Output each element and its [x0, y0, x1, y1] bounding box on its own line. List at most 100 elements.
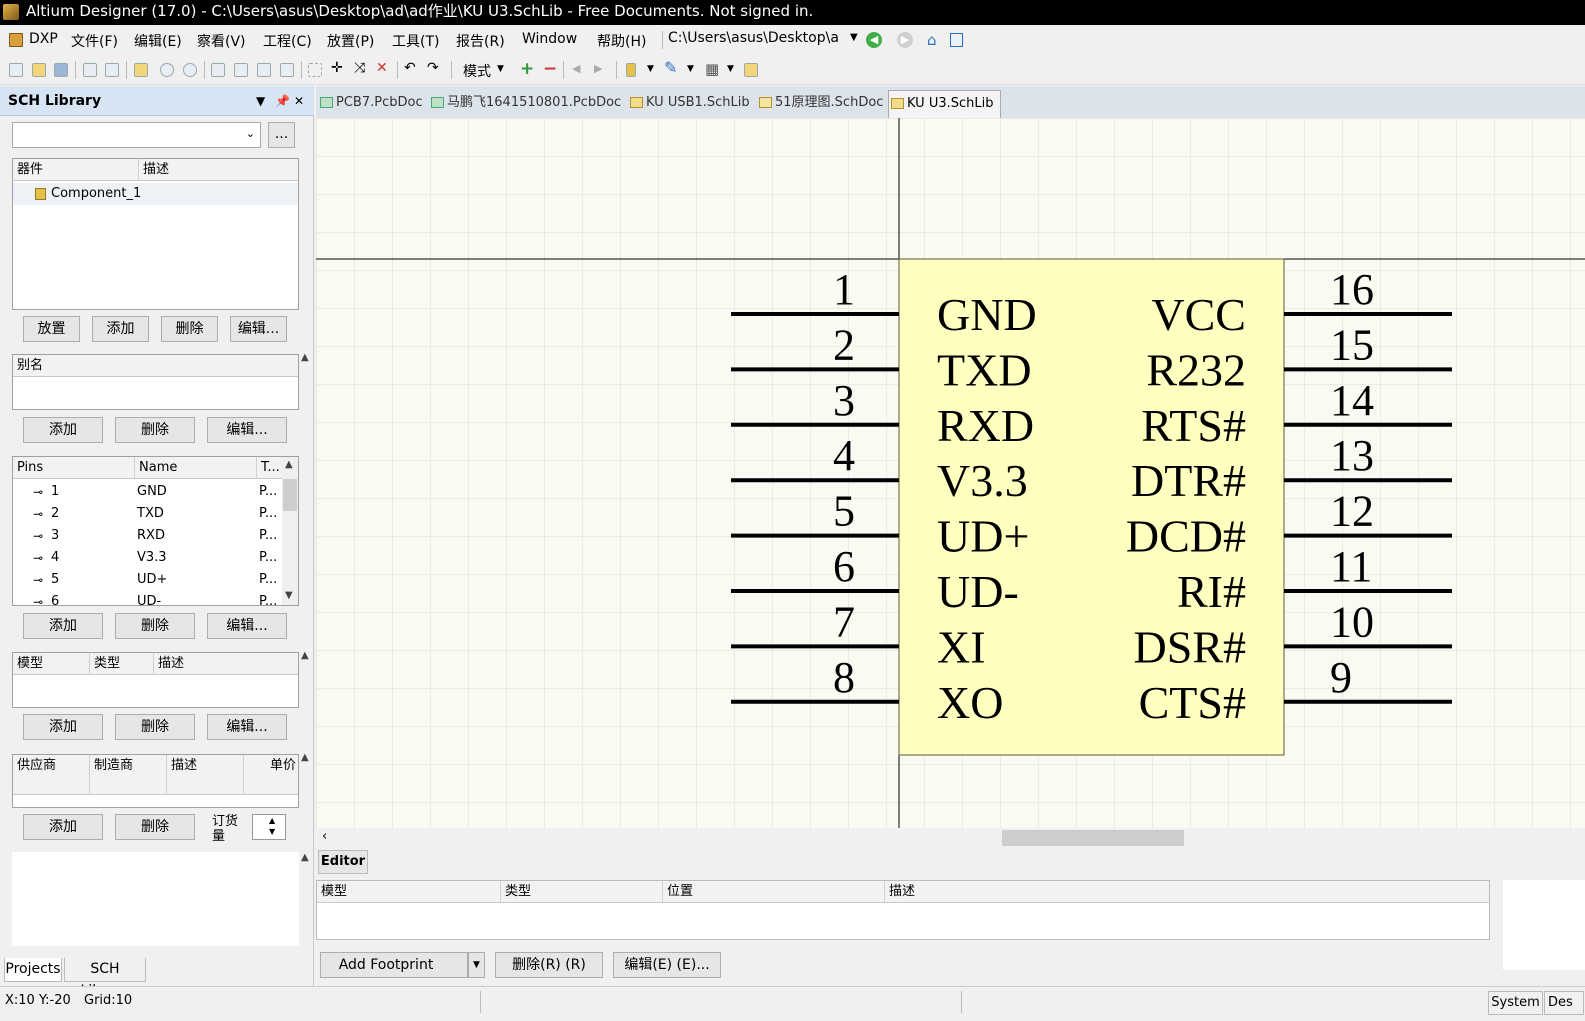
add-pin-button[interactable]: 添加 — [23, 613, 103, 639]
add-footprint-button[interactable]: Add Footprint — [320, 952, 468, 978]
column-header-supplier[interactable]: 供应商 — [13, 755, 90, 795]
zoom-in-icon[interactable] — [160, 63, 174, 77]
add-footprint-dropdown-icon[interactable]: ▼ — [468, 952, 485, 978]
path-dropdown-arrow-icon[interactable]: ▼ — [850, 32, 858, 43]
add-alias-button[interactable]: 添加 — [23, 417, 103, 443]
print-icon[interactable] — [83, 63, 97, 77]
edit-footprint-button[interactable]: 编辑(E) (E)... — [613, 952, 721, 978]
copy-icon[interactable] — [234, 63, 248, 77]
next-component-icon[interactable]: ▶ — [594, 62, 603, 75]
collapse-aliases-icon[interactable]: ▲ — [301, 352, 309, 363]
delete-alias-button[interactable]: 删除 — [115, 417, 195, 443]
collapse-models-icon[interactable]: ▲ — [301, 650, 309, 661]
column-header-editor-model[interactable]: 模型 — [317, 881, 501, 903]
check-tool-dropdown-icon[interactable]: ▼ — [687, 64, 694, 74]
tab-ku-u3[interactable]: KU U3.SchLib — [888, 90, 1001, 118]
hscroll-thumb[interactable] — [1002, 830, 1184, 846]
back-icon[interactable]: ◀ — [866, 32, 882, 48]
edit-model-button[interactable]: 编辑... — [207, 714, 287, 740]
print-preview-icon[interactable] — [105, 63, 119, 77]
delete-component-button[interactable]: 删除 — [161, 316, 218, 342]
remove-icon[interactable]: − — [543, 59, 558, 79]
menu-project[interactable]: 工程(C) — [263, 34, 312, 50]
menu-edit[interactable]: 编辑(E) — [134, 34, 182, 50]
spinner-up-icon[interactable]: ▲ — [269, 816, 276, 825]
mode-dropdown-arrow-icon[interactable]: ▼ — [497, 64, 504, 74]
delete-footprint-button[interactable]: 删除(R) (R) — [495, 952, 603, 978]
menu-reports[interactable]: 报告(R) — [456, 34, 505, 50]
column-header-model[interactable]: 模型 — [13, 653, 90, 675]
add-icon[interactable]: + — [520, 59, 535, 79]
column-header-type[interactable]: T... — [261, 460, 280, 475]
column-header-alias[interactable]: 别名 — [17, 358, 44, 373]
forward-icon[interactable]: ▶ — [897, 32, 913, 48]
path-dropdown[interactable]: C:\Users\asus\Desktop\a — [668, 30, 839, 46]
grid-icon[interactable]: ▦ — [705, 60, 720, 78]
column-header-editor-type[interactable]: 类型 — [501, 881, 663, 903]
menu-window[interactable]: Window — [522, 31, 578, 47]
collapse-preview-icon[interactable]: ▲ — [301, 852, 309, 863]
column-header-editor-description[interactable]: 描述 — [889, 884, 916, 899]
column-header-manufacturer[interactable]: 制造商 — [90, 755, 167, 795]
delete-model-button[interactable]: 删除 — [115, 714, 195, 740]
column-header-supplier-description[interactable]: 描述 — [167, 755, 244, 795]
paste-icon[interactable] — [257, 63, 271, 77]
component-icon[interactable] — [626, 63, 636, 77]
component-dropdown-icon[interactable]: ▼ — [647, 64, 654, 74]
tab-sch-library[interactable]: SCH Library — [64, 958, 146, 999]
editor-tab[interactable]: Editor — [318, 850, 368, 874]
check-tool-icon[interactable]: ✎ — [664, 58, 678, 77]
column-header-description[interactable]: 描述 — [143, 162, 170, 177]
filter-combo[interactable]: ⌄ — [12, 122, 261, 148]
edit-component-button[interactable]: 编辑... — [230, 316, 287, 342]
menu-view[interactable]: 察看(V) — [197, 34, 246, 50]
document-icon[interactable] — [950, 33, 963, 47]
delete-supplier-button[interactable]: 删除 — [115, 814, 195, 840]
column-header-model-type[interactable]: 类型 — [90, 653, 154, 675]
component-row[interactable]: Component_1 — [13, 183, 298, 205]
browse-button[interactable]: ... — [268, 122, 295, 148]
scroll-down-icon[interactable]: ▼ — [285, 590, 293, 601]
open-doc-icon[interactable] — [134, 63, 148, 77]
menu-help[interactable]: 帮助(H) — [597, 34, 647, 50]
column-header-component[interactable]: 器件 — [13, 159, 139, 181]
edit-pin-button[interactable]: 编辑... — [207, 613, 287, 639]
edit-alias-button[interactable]: 编辑... — [207, 417, 287, 443]
design-compiler-button[interactable]: Des — [1544, 991, 1584, 1015]
panel-menu-icon[interactable]: ▼ — [256, 94, 266, 108]
scroll-thumb[interactable] — [283, 479, 297, 511]
order-quantity-spinner[interactable]: ▲ ▼ — [252, 814, 286, 840]
move-icon[interactable]: ✛ — [331, 60, 343, 76]
select-area-icon[interactable] — [308, 63, 322, 77]
undo-icon[interactable]: ↶ — [404, 60, 416, 76]
pin-panel-icon[interactable]: 📌 — [275, 94, 290, 108]
add-model-button[interactable]: 添加 — [23, 714, 103, 740]
grid-dropdown-icon[interactable]: ▼ — [727, 64, 734, 74]
column-header-pins[interactable]: Pins — [13, 457, 135, 479]
folder-icon[interactable] — [744, 63, 758, 77]
tab-projects[interactable]: Projects — [4, 958, 62, 982]
column-header-unit-price[interactable]: 单价 — [269, 758, 296, 773]
home-icon[interactable]: ⌂ — [927, 31, 937, 49]
tab-pcbdoc-mapengfei[interactable]: 马鹏飞1641510801.PcbDoc — [429, 90, 627, 118]
close-panel-icon[interactable]: ✕ — [294, 94, 305, 108]
chevron-down-icon[interactable]: ⌄ — [245, 127, 255, 140]
menu-place[interactable]: 放置(P) — [327, 34, 375, 50]
delete-pin-button[interactable]: 删除 — [115, 613, 195, 639]
move-selection-icon[interactable]: ⤨ — [354, 60, 366, 76]
save-icon[interactable] — [54, 63, 68, 77]
menu-file[interactable]: 文件(F) — [71, 34, 118, 50]
menu-dxp[interactable]: DXP — [29, 31, 58, 47]
redo-icon[interactable]: ↷ — [427, 60, 439, 76]
place-button[interactable]: 放置 — [23, 316, 80, 342]
deselect-icon[interactable]: ✕ — [376, 60, 388, 76]
column-header-name[interactable]: Name — [135, 457, 257, 479]
rubber-stamp-icon[interactable] — [280, 63, 294, 77]
canvas-horizontal-scrollbar[interactable]: ‹ — [316, 828, 1585, 848]
scroll-up-icon[interactable]: ▲ — [285, 459, 293, 470]
